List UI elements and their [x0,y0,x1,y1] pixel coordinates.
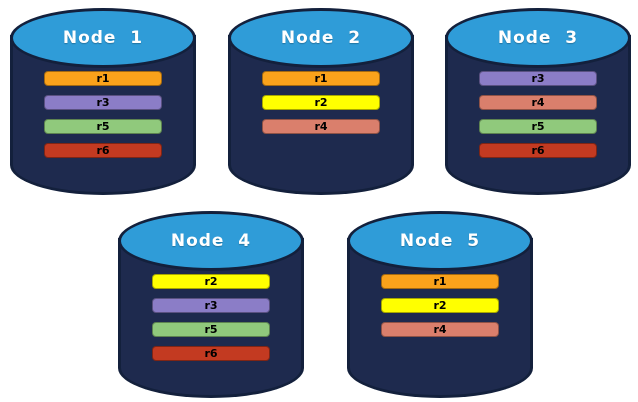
cylinder-top: Node 2 [228,8,414,68]
replica-bar: r1 [262,71,380,86]
replica-bar: r5 [152,322,270,337]
database-node: Node 5 r1 r2 r4 [347,211,533,401]
cylinder-top: Node 1 [10,8,196,68]
replica-bar: r1 [44,71,162,86]
database-node: Node 2 r1 r2 r4 [228,8,414,198]
replica-bar: r3 [44,95,162,110]
node-title: Node 3 [497,28,579,48]
replica-bar: r5 [479,119,597,134]
replica-bar: r3 [479,71,597,86]
database-node: Node 1 r1 r3 r5 r6 [10,8,196,198]
replica-bar: r1 [381,274,499,289]
replica-list: r2 r3 r5 r6 [152,274,270,361]
node-title: Node 4 [170,231,252,251]
node-title: Node 2 [280,28,362,48]
replica-bar: r2 [152,274,270,289]
database-node: Node 4 r2 r3 r5 r6 [118,211,304,401]
database-node: Node 3 r3 r4 r5 r6 [445,8,631,198]
node-title: Node 1 [62,28,144,48]
replica-bar: r3 [152,298,270,313]
replica-bar: r2 [381,298,499,313]
cylinder-top: Node 3 [445,8,631,68]
cylinder-top: Node 5 [347,211,533,271]
replica-bar: r4 [262,119,380,134]
replica-bar: r2 [262,95,380,110]
replica-list: r3 r4 r5 r6 [479,71,597,158]
replica-bar: r5 [44,119,162,134]
replica-bar: r6 [479,143,597,158]
replica-list: r1 r2 r4 [381,274,499,337]
replica-list: r1 r2 r4 [262,71,380,134]
replica-bar: r6 [152,346,270,361]
cylinder-top: Node 4 [118,211,304,271]
replica-bar: r4 [381,322,499,337]
replica-bar: r4 [479,95,597,110]
node-title: Node 5 [399,231,481,251]
replica-list: r1 r3 r5 r6 [44,71,162,158]
replica-bar: r6 [44,143,162,158]
